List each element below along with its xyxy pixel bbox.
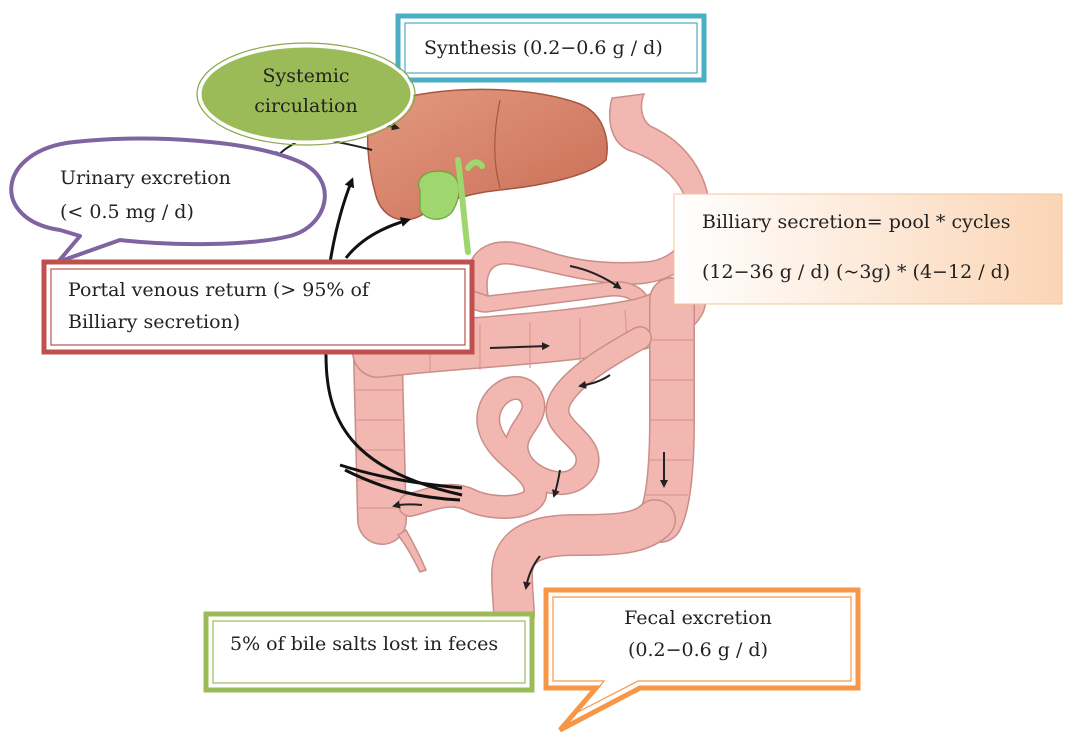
synthesis-label: Synthesis (0.2−0.6 g / d) — [424, 37, 663, 59]
portal-label-line1: Portal venous return (> 95% of — [68, 279, 371, 301]
circulation-arrows — [274, 122, 668, 590]
urinary-label-line1: Urinary excretion — [60, 167, 231, 189]
ascending-colon — [353, 335, 407, 545]
sigmoid-colon-rectum — [491, 499, 676, 636]
bile-duct — [455, 157, 485, 255]
portal-venous-return-box: Portal venous return (> 95% of Billiary … — [41, 259, 475, 355]
small-intestine — [398, 326, 652, 519]
billiary-label-line1: Billiary secretion= pool * cycles — [702, 211, 1011, 233]
portal-label-line2: Billiary secretion) — [68, 311, 240, 333]
descending-colon — [637, 277, 695, 543]
fecal-label-line2: (0.2−0.6 g / d) — [628, 639, 768, 661]
gallbladder — [418, 170, 460, 220]
bile-salt-loss-box: 5% of bile salts lost in feces — [203, 611, 535, 693]
systemic-label-line1: Systemic — [262, 65, 349, 87]
billiary-label-line2: (12−36 g / d) (~3g) * (4−12 / d) — [702, 261, 1010, 283]
flow-arrow-small-intestine-1 — [578, 374, 611, 389]
urinary-label-line2: (< 0.5 mg / d) — [60, 201, 194, 223]
systemic-label-line2: circulation — [254, 95, 357, 117]
fecal-excretion-callout: Fecal excretion (0.2−0.6 g / d) — [543, 587, 861, 733]
bile-loss-label: 5% of bile salts lost in feces — [230, 633, 498, 655]
flow-arrow-sigmoid — [523, 555, 541, 590]
portal-return-arrow-2 — [344, 217, 411, 259]
billiary-secretion-box: Billiary secretion= pool * cycles (12−36… — [673, 193, 1063, 305]
flow-arrow-ileum — [392, 500, 423, 509]
urinary-excretion-bubble: Urinary excretion (< 0.5 mg / d) — [9, 136, 327, 264]
flow-arrow-small-intestine-2 — [552, 469, 561, 498]
liver-lobe-line — [494, 99, 501, 189]
systemic-circulation-bubble: Systemic circulation — [196, 42, 416, 146]
flow-arrow-transverse — [489, 342, 550, 351]
appendix — [396, 528, 428, 573]
synthesis-box: Synthesis (0.2−0.6 g / d) — [395, 13, 707, 83]
ileal-reabsorption-line-3 — [344, 468, 461, 502]
flow-arrow-duodenum — [569, 265, 622, 290]
ileal-reabsorption-line-2 — [339, 463, 463, 490]
fecal-label-line1: Fecal excretion — [624, 607, 772, 629]
